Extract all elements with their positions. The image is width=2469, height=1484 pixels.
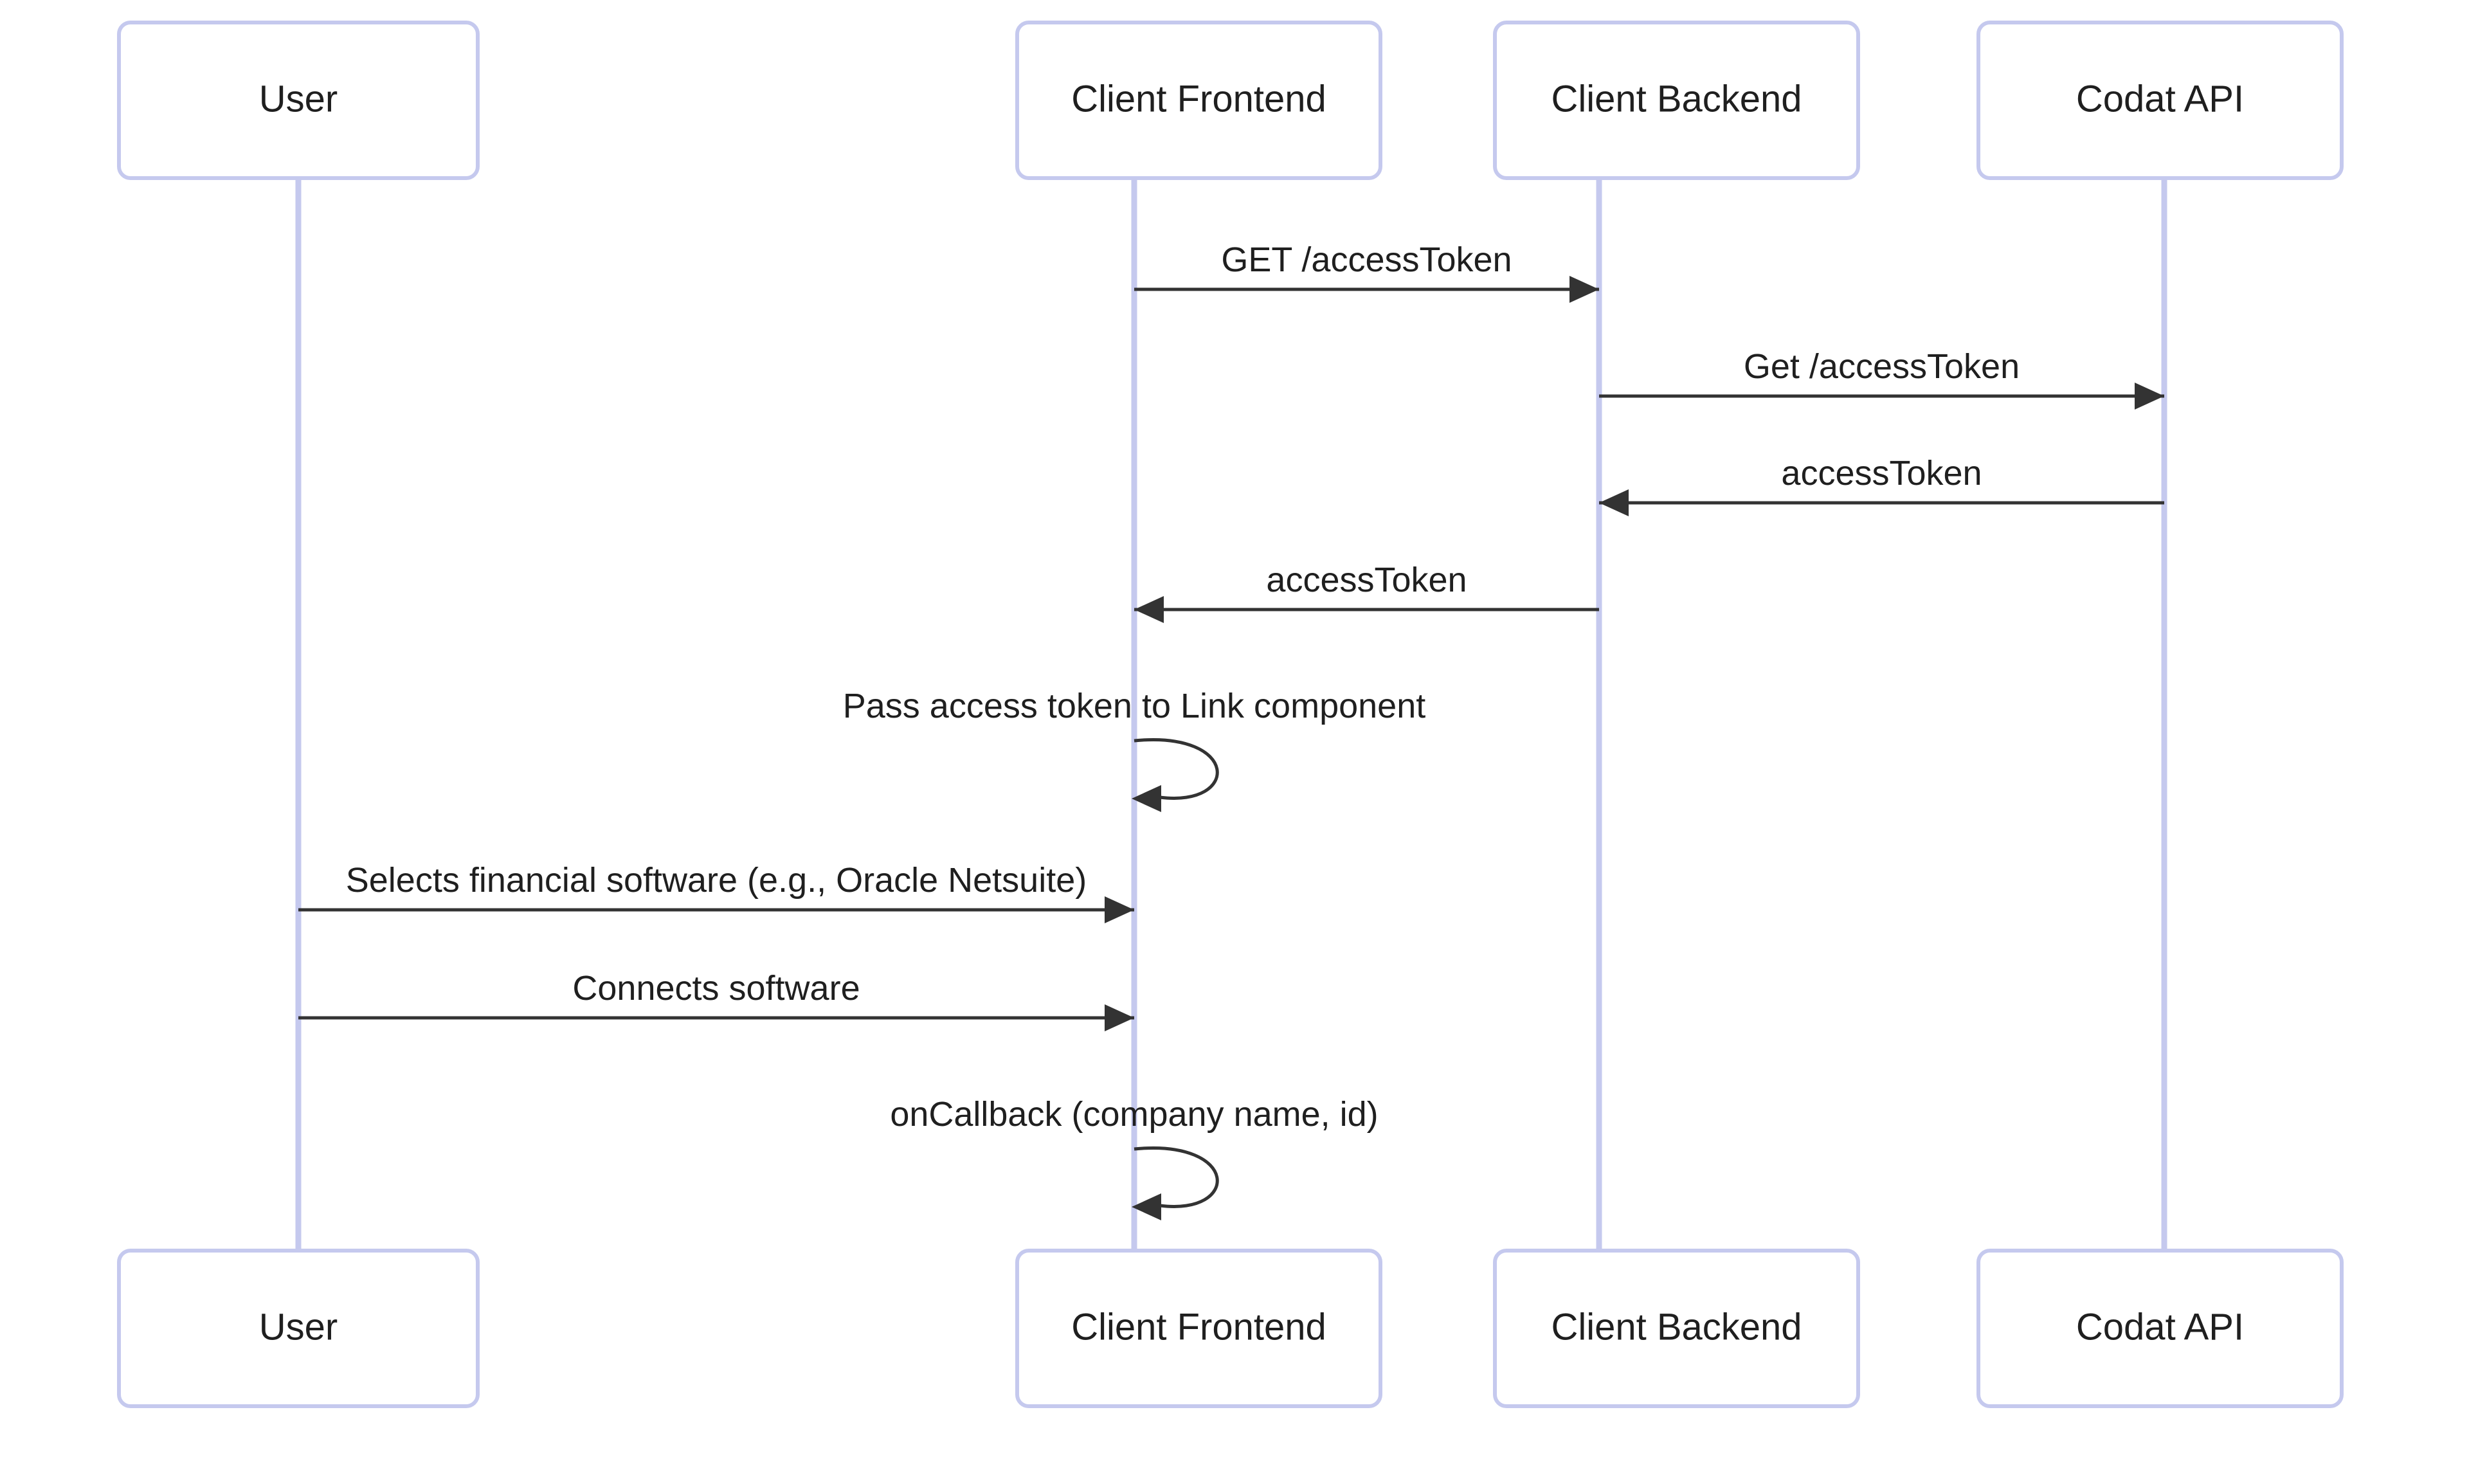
actor-label-client-frontend-top: Client Frontend — [1071, 78, 1326, 120]
arrowhead-m8 — [1132, 1193, 1161, 1220]
actor-box-client-frontend-top — [1015, 21, 1382, 180]
message-m2[interactable]: Get /accessToken — [1599, 347, 2164, 410]
actor-box-user-top — [117, 21, 480, 180]
actor-box-client-backend-bottom — [1493, 1249, 1860, 1408]
actor-box-codat-api-top — [1976, 21, 2344, 180]
actor-label-codat-api-bottom: Codat API — [2076, 1306, 2244, 1348]
self-loop-path-m5 — [1134, 738, 1219, 800]
actor-label-client-backend-bottom: Client Backend — [1551, 1306, 1802, 1348]
top-actor-group: User Client Frontend Client Backend Codat A… — [117, 21, 2344, 180]
actor-box-client-backend-top — [1493, 21, 1860, 180]
actor-box-codat-api-bottom — [1976, 1249, 2344, 1408]
actor-label-codat-api-top: Codat API — [2076, 78, 2244, 120]
message-label-m4: accessToken — [1266, 561, 1467, 599]
arrowhead-m2 — [2135, 383, 2164, 410]
message-m8[interactable]: onCallback (company name, id) — [890, 1095, 1379, 1220]
message-label-m8: onCallback (company name, id) — [890, 1095, 1378, 1134]
lifeline-group — [295, 178, 2167, 1251]
actor-label-client-frontend-bottom: Client Frontend — [1071, 1306, 1326, 1348]
actor-client-backend-top[interactable]: Client Backend — [1493, 21, 1860, 180]
actor-label-user-bottom: User — [259, 1306, 338, 1348]
actor-user-bottom[interactable]: User — [117, 1249, 480, 1408]
actor-user-top[interactable]: User — [117, 21, 480, 180]
message-label-m1: GET /accessToken — [1221, 240, 1512, 279]
actor-codat-api-top[interactable]: Codat API — [1976, 21, 2344, 180]
actor-box-user-bottom — [117, 1249, 480, 1408]
actor-label-user-top: User — [259, 78, 338, 120]
actor-client-frontend-bottom[interactable]: Client Frontend — [1015, 1249, 1382, 1408]
arrowhead-m1 — [1569, 276, 1599, 303]
self-loop-path-m8 — [1134, 1146, 1219, 1208]
message-m3[interactable]: accessToken — [1599, 454, 2164, 516]
message-m7[interactable]: Connects software — [298, 969, 1134, 1031]
message-label-m2: Get /accessToken — [1744, 347, 2020, 386]
actor-box-client-frontend-bottom — [1015, 1249, 1382, 1408]
arrowhead-m6 — [1105, 896, 1134, 923]
message-m6[interactable]: Selects financial software (e.g., Oracle… — [298, 861, 1134, 923]
message-label-m5: Pass access token to Link component — [843, 687, 1426, 725]
message-m5[interactable]: Pass access token to Link component — [843, 687, 1426, 812]
actor-client-backend-bottom[interactable]: Client Backend — [1493, 1249, 1860, 1408]
actor-label-client-backend-top: Client Backend — [1551, 78, 1802, 120]
arrowhead-m7 — [1105, 1004, 1134, 1031]
message-m4[interactable]: accessToken — [1134, 561, 1599, 623]
arrowhead-m3 — [1599, 489, 1629, 516]
arrowhead-m4 — [1134, 596, 1164, 623]
actor-codat-api-bottom[interactable]: Codat API — [1976, 1249, 2344, 1408]
message-m1[interactable]: GET /accessToken — [1134, 240, 1599, 303]
actor-client-frontend-top[interactable]: Client Frontend — [1015, 21, 1382, 180]
message-label-m3: accessToken — [1781, 454, 1982, 493]
bottom-actor-group: User Client Frontend Client Backend Codat A… — [117, 1249, 2344, 1408]
message-label-m7: Connects software — [572, 969, 860, 1008]
arrowhead-m5 — [1132, 785, 1161, 812]
message-label-m6: Selects financial software (e.g., Oracle… — [346, 861, 1087, 900]
